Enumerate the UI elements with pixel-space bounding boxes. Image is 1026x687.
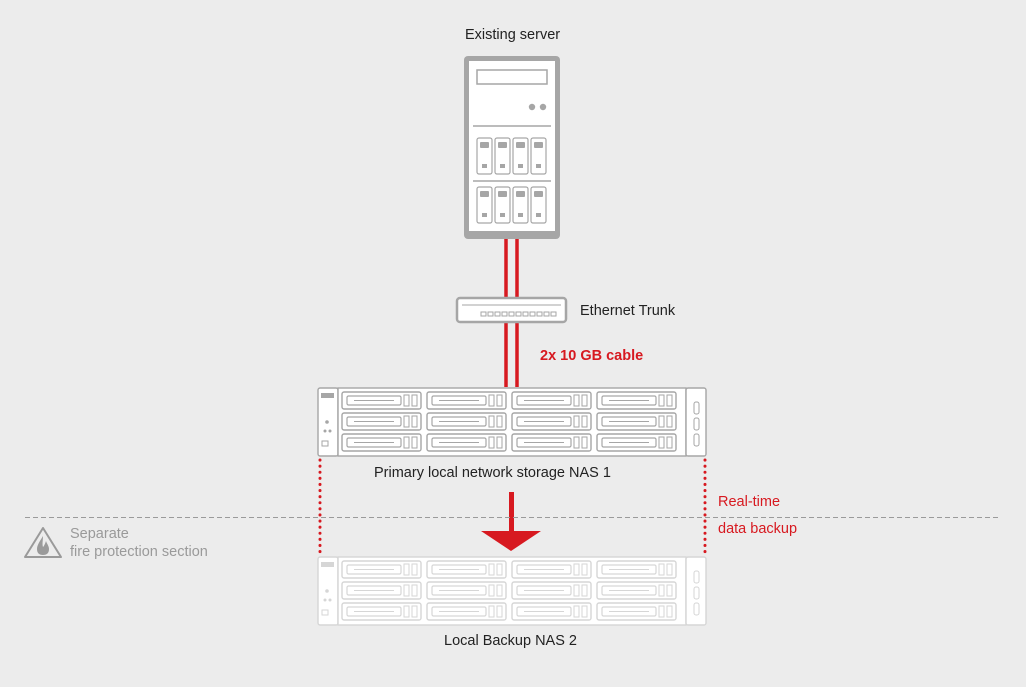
down-arrow-icon (481, 492, 541, 551)
ethernet-switch-icon (455, 296, 568, 324)
primary-nas-icon (318, 388, 706, 456)
backup-nas-icon (318, 557, 706, 625)
backup-nas-label: Local Backup NAS 2 (444, 633, 577, 649)
ethernet-trunk-label: Ethernet Trunk (580, 303, 676, 319)
backup-label-line2: data backup (718, 521, 798, 537)
existing-server-icon (464, 56, 560, 239)
existing-server-label: Existing server (465, 27, 561, 43)
primary-nas-label: Primary local network storage NAS 1 (374, 465, 611, 481)
fire-section-label-line1: Separate (70, 526, 129, 542)
cable-label: 2x 10 GB cable (540, 348, 644, 364)
red-cables (504, 239, 519, 387)
backup-label-line1: Real-time (718, 494, 781, 510)
fire-section-label-line2: fire protection section (70, 544, 208, 560)
fire-warning-icon (24, 527, 62, 558)
backup-dotted-lines (318, 458, 707, 557)
